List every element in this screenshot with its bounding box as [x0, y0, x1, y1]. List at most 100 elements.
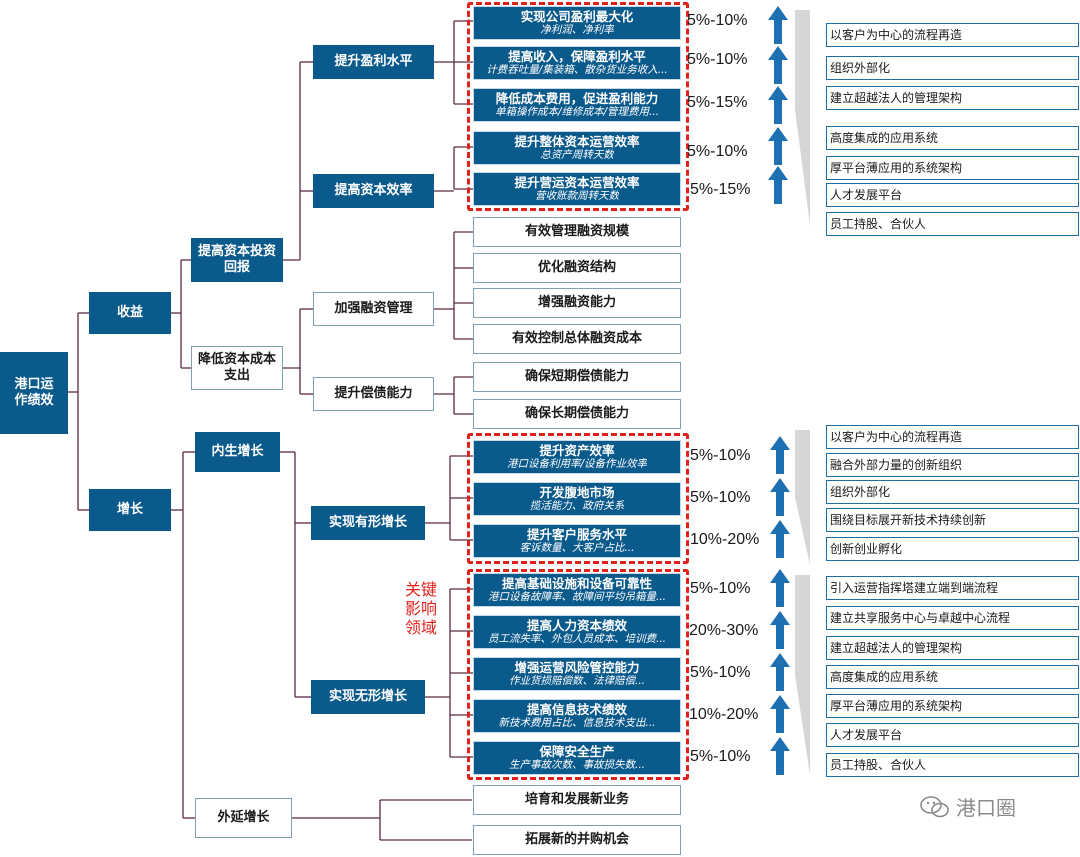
kpi-box: 提高信息技术绩效新技术费用占比、信息技术支出... — [473, 699, 681, 733]
bracket-shape-1 — [795, 10, 810, 225]
pct-label: 5%-10% — [690, 447, 751, 464]
income-node: 收益 — [89, 292, 171, 334]
pct-label: 5%-10% — [690, 489, 751, 506]
capital-eff-node: 提高资本效率 — [313, 174, 434, 208]
kpi-title: 提高人力资本绩效 — [526, 618, 627, 633]
roi-label: 提高资本投资回报 — [197, 244, 276, 275]
kpi-sub: 港口设备利用率/设备作业效率 — [506, 458, 648, 470]
kpi-sub: 作业货损赔偿数、法律赔偿... — [508, 675, 645, 687]
tangible-node: 实现有形增长 — [311, 506, 425, 540]
kpi-title: 提高基础设施和设备可靠性 — [501, 576, 652, 591]
external-label: 外延增长 — [217, 810, 270, 825]
kpi-box: 保障安全生产生产事故次数、事故损失数... — [473, 741, 681, 775]
kpi-title: 提升整体资本运营效率 — [514, 134, 640, 149]
kpi-title: 提高信息技术绩效 — [526, 702, 627, 717]
up-arrow-icon — [770, 569, 790, 607]
kpi-box: 提高基础设施和设备可靠性港口设备故障率、故障间平均吊箱量... — [473, 573, 681, 607]
kpi-box: 实现公司盈利最大化净利润、净利率 — [473, 6, 681, 40]
kpi-box: 提高收入，保障盈利水平计费吞吐量/集装箱、散杂货业务收入... — [473, 46, 681, 80]
kpi-title: 开发腹地市场 — [539, 485, 615, 500]
initiative-box: 围绕目标展开新技术持续创新 — [826, 508, 1079, 532]
initiative-box: 建立超越法人的管理架构 — [826, 86, 1079, 110]
up-arrow-icon — [768, 166, 788, 204]
root-label: 港口运作绩效 — [14, 377, 54, 408]
initiative-box: 以客户为中心的流程再造 — [826, 23, 1079, 47]
kpi-sub: 单箱操作成本/维修成本/管理费用... — [494, 106, 660, 118]
organic-label: 内生增长 — [211, 444, 264, 459]
external-item: 拓展新的并购机会 — [473, 825, 681, 855]
kpi-title: 实现公司盈利最大化 — [520, 9, 634, 24]
initiative-box: 人才发展平台 — [826, 723, 1079, 747]
kpi-sub: 生产事故次数、事故损失数... — [508, 759, 645, 771]
initiative-box: 高度集成的应用系统 — [826, 665, 1079, 689]
up-arrow-icon — [768, 86, 788, 124]
organic-node: 内生增长 — [195, 432, 280, 472]
initiative-box: 组织外部化 — [826, 480, 1079, 504]
pct-label: 5%-10% — [687, 12, 748, 29]
wechat-icon — [920, 795, 949, 817]
kpi-box: 开发腹地市场揽活能力、政府关系 — [473, 482, 681, 516]
highlight-frame-intangible — [467, 569, 689, 780]
solvency-item: 确保短期偿债能力 — [473, 362, 681, 392]
finance-item: 优化融资结构 — [473, 253, 681, 283]
kpi-sub: 总资产周转天数 — [540, 149, 614, 161]
kpi-sub: 净利润、净利率 — [540, 24, 614, 36]
initiative-box: 人才发展平台 — [826, 183, 1079, 207]
kpi-sub: 揽活能力、政府关系 — [529, 500, 625, 512]
solvency-item: 确保长期偿债能力 — [473, 399, 681, 429]
pct-label: 5%-15% — [687, 94, 748, 111]
bracket-shape-3 — [795, 575, 810, 775]
pct-label: 5%-10% — [690, 748, 751, 765]
pct-label: 5%-10% — [690, 664, 751, 681]
kpi-box: 提升营运资本运营效率营收账款周转天数 — [473, 172, 681, 206]
finance-item: 有效控制总体融资成本 — [473, 324, 681, 354]
key-area-label: 关键 影响 领域 — [404, 580, 437, 637]
kpi-box: 降低成本费用，促进盈利能力单箱操作成本/维修成本/管理费用... — [473, 88, 681, 122]
intangible-node: 实现无形增长 — [311, 680, 425, 714]
initiative-box: 创新创业孵化 — [826, 537, 1079, 561]
up-arrow-icon — [770, 478, 790, 516]
pct-label: 10%-20% — [690, 531, 760, 548]
pct-label: 5%-10% — [687, 51, 748, 68]
pct-label: 5%-10% — [687, 143, 748, 160]
tangible-label: 实现有形增长 — [328, 515, 407, 530]
bracket-shape-2 — [795, 430, 810, 565]
finance-item: 有效管理融资规模 — [473, 217, 681, 247]
kpi-sub: 客诉数量、大客户占比... — [519, 542, 635, 554]
pct-label: 10%-20% — [689, 706, 759, 723]
initiative-box: 以客户为中心的流程再造 — [826, 425, 1079, 449]
cost-node: 降低资本成本支出 — [191, 346, 283, 390]
up-arrow-icon — [770, 520, 790, 558]
kpi-title: 提升客户服务水平 — [526, 527, 627, 542]
kpi-sub: 员工流失率、外包人员成本、培训费... — [487, 633, 666, 645]
up-arrow-icon — [768, 46, 788, 84]
kpi-sub: 营收账款周转天数 — [535, 190, 619, 202]
growth-label: 增长 — [116, 502, 143, 517]
initiative-box: 厚平台薄应用的系统架构 — [826, 694, 1079, 718]
solvency-label: 提升偿债能力 — [334, 386, 413, 401]
initiative-box: 建立超越法人的管理架构 — [826, 636, 1079, 660]
kpi-box: 提升客户服务水平客诉数量、大客户占比... — [473, 524, 681, 558]
kpi-title: 提高收入，保障盈利水平 — [508, 49, 646, 64]
kpi-title: 保障安全生产 — [539, 744, 615, 759]
external-item: 培育和发展新业务 — [473, 785, 681, 815]
income-label: 收益 — [116, 305, 143, 320]
intangible-label: 实现无形增长 — [328, 689, 407, 704]
kpi-box: 提高人力资本绩效员工流失率、外包人员成本、培训费... — [473, 615, 681, 649]
initiative-box: 员工持股、合伙人 — [826, 753, 1079, 777]
pct-label: 5%-15% — [690, 181, 751, 198]
highlight-frame-profit — [467, 2, 689, 211]
profit-node: 提升盈利水平 — [313, 45, 434, 79]
kpi-title: 提升资产效率 — [539, 443, 615, 458]
up-arrow-icon — [770, 737, 790, 775]
roi-node: 提高资本投资回报 — [191, 238, 283, 282]
kpi-title: 增强运营风险管控能力 — [514, 660, 640, 675]
kpi-title: 降低成本费用，促进盈利能力 — [495, 91, 659, 106]
kpi-sub: 港口设备故障率、故障间平均吊箱量... — [487, 591, 666, 603]
pct-label: 5%-10% — [690, 580, 751, 597]
up-arrow-icon — [768, 127, 788, 165]
growth-node: 增长 — [89, 489, 171, 531]
highlight-frame-tangible — [467, 433, 689, 564]
finance-item: 增强融资能力 — [473, 288, 681, 318]
initiative-box: 厚平台薄应用的系统架构 — [826, 156, 1079, 180]
